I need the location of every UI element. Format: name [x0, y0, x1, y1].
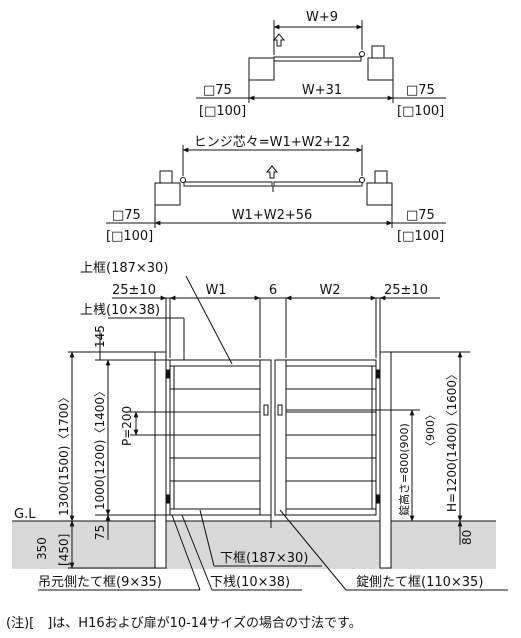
left-leaf-frame	[169, 359, 261, 516]
post-height-dim: 1300(1500)〈1700〉	[57, 391, 71, 516]
ground-area	[12, 521, 496, 569]
bury-depth-alt-dim: [450]	[57, 534, 71, 566]
right-leaf-frame	[285, 359, 377, 516]
hinge-top-left-icon	[165, 369, 171, 379]
bottom-frame-label: 下框(187×30)	[220, 551, 308, 566]
left-lock-stile	[259, 359, 272, 516]
gate-elevation	[12, 275, 508, 591]
double-hinge-dim: ヒンジ芯々=W1+W2+12	[194, 135, 350, 150]
open-direction-arrow-icon	[265, 165, 279, 179]
bottom-offset-dim: 75	[93, 525, 107, 540]
lock-height-alt-dim: 〈900〉	[424, 409, 437, 452]
left-leaf	[183, 181, 273, 187]
double-post-left: □75	[112, 208, 141, 223]
single-post-left: □75	[203, 83, 232, 98]
bury-depth-dim: 350	[35, 537, 49, 560]
hinge-top-right-icon	[375, 369, 381, 379]
top-offset-dim: 145	[93, 325, 107, 348]
right-leaf	[273, 181, 363, 187]
side-right-dim: 25±10	[384, 283, 428, 298]
double-post-right: □75	[406, 208, 435, 223]
w2-dim: W2	[319, 283, 340, 298]
hinge-block	[371, 45, 385, 59]
single-post-left-alt: [□100]	[199, 104, 246, 119]
left-post	[154, 351, 167, 569]
left-hinge-block	[159, 170, 173, 184]
right-bottom-dim: 80	[460, 530, 474, 545]
right-post	[367, 57, 394, 81]
top-rail-label: 上桟(10×38)	[80, 303, 160, 318]
right-hinge-block	[374, 170, 388, 184]
left-handle-icon	[263, 404, 269, 416]
total-height-dim: H=1200(1400)〈1600〉	[445, 368, 459, 512]
gate-leaf	[273, 56, 362, 62]
hinge-stile-label: 吊元側たて框(9×35)	[38, 575, 162, 590]
gap-dim: 6	[269, 283, 277, 298]
hinge-bottom-right-icon	[375, 494, 381, 504]
right-post	[366, 182, 393, 206]
single-top-dim: W+9	[306, 10, 338, 25]
double-gate-plan	[106, 145, 446, 228]
picket-pitch-dim: P=200	[120, 406, 134, 446]
lock-height-dim: 錠高さ=800(900)	[397, 423, 411, 516]
top-frame-label: 上框(187×30)	[80, 261, 168, 276]
left-hinge-pin	[180, 177, 186, 183]
hinge-pin	[359, 51, 365, 57]
single-gate-plan	[196, 20, 446, 103]
right-post	[379, 351, 392, 569]
left-post	[154, 182, 181, 206]
right-lock-stile	[274, 359, 287, 516]
ground-line-label: G.L	[14, 507, 36, 522]
bottom-rail-label: 下桟(10×38)	[210, 575, 290, 590]
lock-stile-label: 錠側たて框(110×35)	[356, 575, 483, 590]
side-left-dim: 25±10	[112, 283, 156, 298]
right-hinge-pin	[359, 177, 365, 183]
right-handle-icon	[277, 404, 283, 416]
single-bottom-dim: W+31	[302, 83, 342, 98]
single-post-right: □75	[406, 83, 435, 98]
open-direction-arrow-icon	[272, 33, 286, 47]
double-bottom-dim: W1+W2+56	[232, 208, 313, 223]
single-post-right-alt: [□100]	[397, 104, 444, 119]
panel-height-dim: 1000(1200)〈1400〉	[93, 385, 107, 510]
double-post-left-alt: [□100]	[106, 229, 153, 244]
w1-dim: W1	[205, 283, 226, 298]
footnote: (注)[ ]は、H16および扉が10-14サイズの場合の寸法です。	[6, 616, 362, 631]
double-post-right-alt: [□100]	[397, 229, 444, 244]
left-post	[248, 57, 275, 81]
hinge-bottom-left-icon	[165, 494, 171, 504]
